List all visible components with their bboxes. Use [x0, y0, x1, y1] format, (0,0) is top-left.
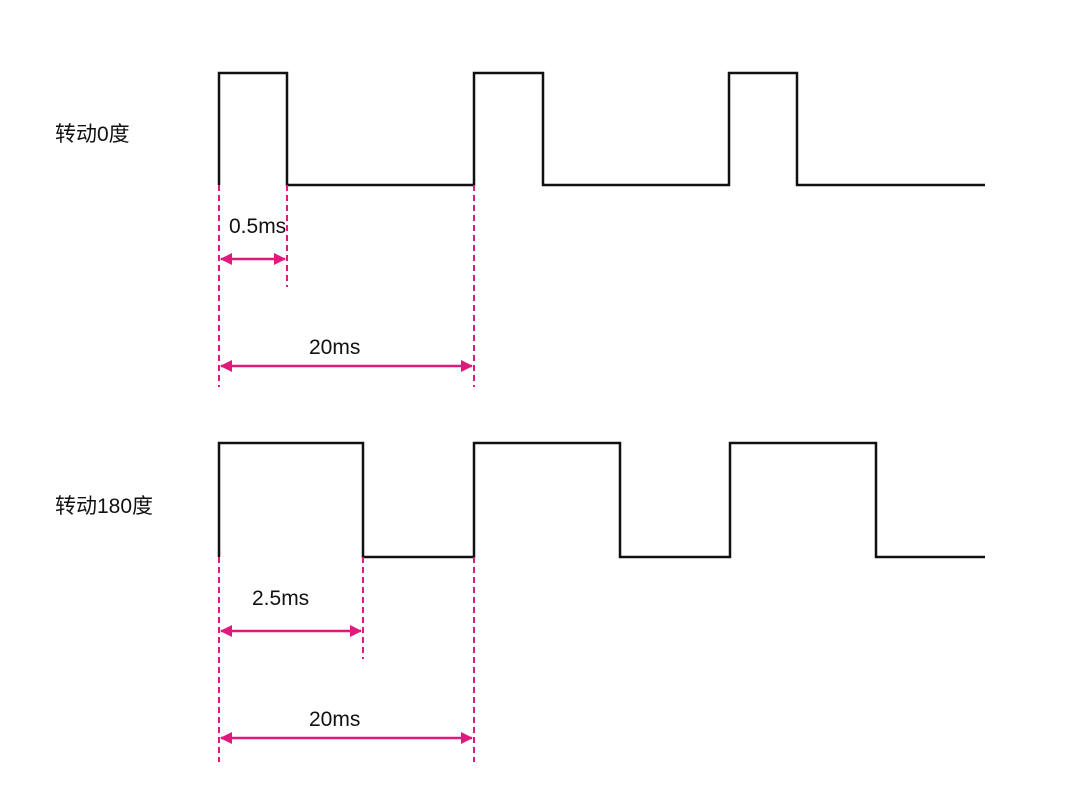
panel-label: 转动180度: [55, 495, 153, 518]
pwm-waveform: [217, 71, 985, 187]
period-label: 20ms: [309, 708, 360, 731]
period-label: 20ms: [309, 336, 360, 359]
pwm-waveform: [217, 441, 985, 559]
panel-180-degree: 转动180度 2.5ms 20ms: [55, 441, 985, 762]
panel-0-degree: 转动0度 0.5ms 20ms: [55, 71, 985, 387]
pulse-width-label: 2.5ms: [252, 587, 309, 610]
pulse-width-label: 0.5ms: [229, 215, 286, 238]
panel-label: 转动0度: [55, 123, 130, 146]
